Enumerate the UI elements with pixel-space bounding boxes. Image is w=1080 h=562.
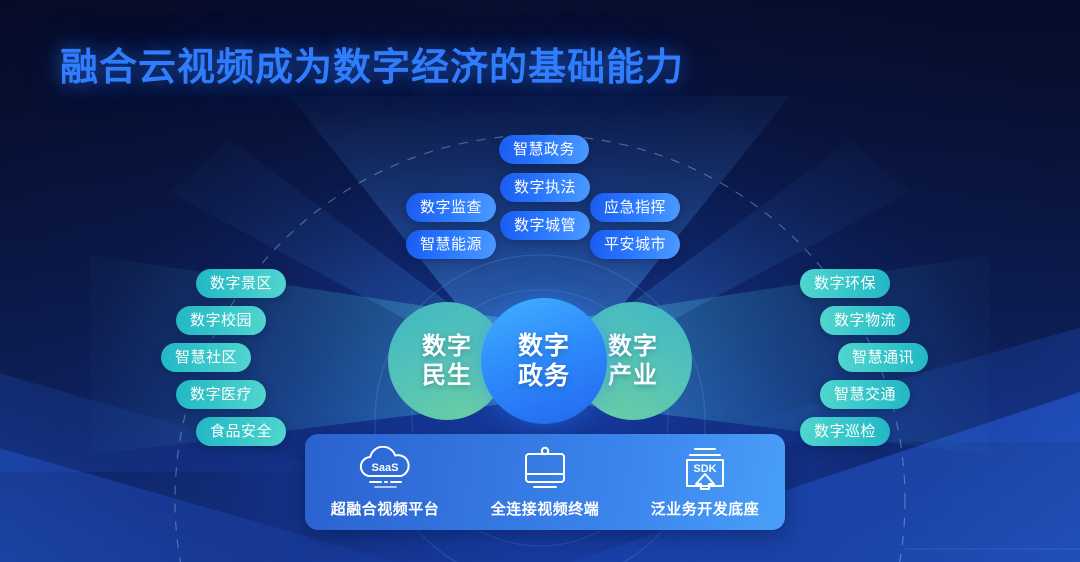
circle-line-2: 政务 <box>517 362 570 390</box>
circle-line-1: 数字 <box>517 331 570 360</box>
circle-line-1: 数字 <box>422 332 472 360</box>
tag-shuzi-chengguan[interactable]: 数字城管 <box>500 211 591 240</box>
circle-line-2: 产业 <box>608 362 658 389</box>
tag-shuzi-xunjian[interactable]: 数字巡检 <box>800 417 891 446</box>
tag-shuzi-zhifa[interactable]: 数字执法 <box>500 173 591 202</box>
panel-label-video-terminal: 全连接视频终端 <box>490 500 600 518</box>
capability-panel: SaaS 超融合视频平台 全连接视频终端 <box>305 434 785 530</box>
panel-label-sdk-base: 泛业务开发底座 <box>650 500 760 518</box>
tag-shuzi-jiancha[interactable]: 数字监查 <box>406 193 497 222</box>
tag-shipin-anquan[interactable]: 食品安全 <box>196 417 287 446</box>
svg-text:SaaS: SaaS <box>372 462 399 474</box>
core-circle-digital-government[interactable]: 数字 政务 <box>481 298 607 424</box>
tag-zhihui-shequ[interactable]: 智慧社区 <box>161 343 252 372</box>
tag-shuzi-wuliu[interactable]: 数字物流 <box>820 306 911 335</box>
tag-pingan-chengshi[interactable]: 平安城市 <box>590 230 681 259</box>
tag-shuzi-xiaoyuan[interactable]: 数字校园 <box>176 306 267 335</box>
tag-shuzi-huanbao[interactable]: 数字环保 <box>800 269 891 298</box>
background-wedge-left <box>0 367 340 472</box>
saas-cloud-icon: SaaS <box>354 445 416 492</box>
tag-yingji-zhihui[interactable]: 应急指挥 <box>590 193 681 222</box>
circle-line-2: 民生 <box>422 362 472 389</box>
sdk-box-icon: SDK <box>679 446 731 492</box>
tag-zhihui-jiaotong[interactable]: 智慧交通 <box>820 380 911 409</box>
panel-item-sdk-base[interactable]: SDK 泛业务开发底座 <box>630 446 780 519</box>
tag-zhihui-nengyuan[interactable]: 智慧能源 <box>406 230 497 259</box>
panel-label-saas-platform: 超融合视频平台 <box>330 500 440 518</box>
tag-shuzi-jingqu[interactable]: 数字景区 <box>196 269 287 298</box>
video-terminal-icon <box>519 446 571 492</box>
circle-line-1: 数字 <box>608 332 658 360</box>
tag-zhihui-tongxun[interactable]: 智慧通讯 <box>838 343 929 372</box>
panel-item-video-terminal[interactable]: 全连接视频终端 <box>470 446 620 519</box>
tag-zhihui-zhengwu[interactable]: 智慧政务 <box>499 135 590 164</box>
panel-item-saas-platform[interactable]: SaaS 超融合视频平台 <box>310 445 460 519</box>
page-title: 融合云视频成为数字经济的基础能力 <box>60 47 685 89</box>
tag-shuzi-yiliao[interactable]: 数字医疗 <box>176 380 267 409</box>
